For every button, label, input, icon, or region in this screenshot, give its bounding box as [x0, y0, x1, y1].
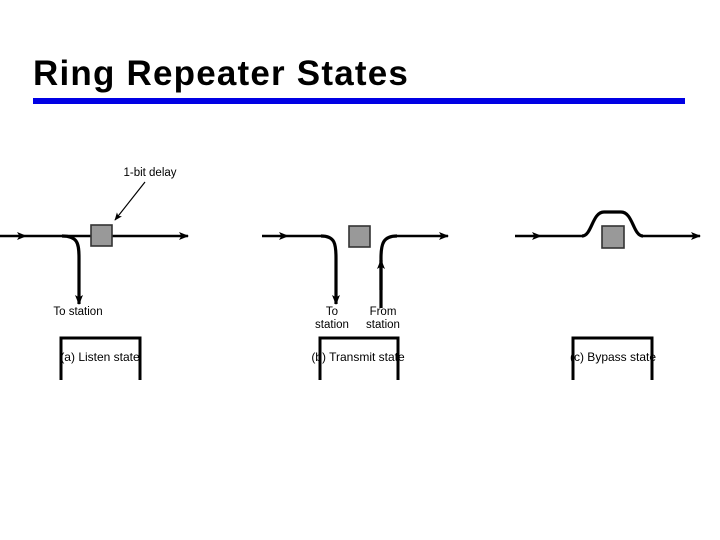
- to-station-branch-transmit: [320, 234, 340, 305]
- repeater-box-listen: [59, 336, 142, 380]
- delay-label-leader-listen: [114, 181, 146, 221]
- to-station-label-line1-transmit: To: [326, 306, 338, 318]
- delay-unit-transmit: [348, 225, 371, 248]
- delay-label-listen: 1-bit delay: [123, 167, 176, 179]
- repeater-box-bypass: [571, 336, 654, 380]
- to-station-branch-listen: [61, 234, 83, 305]
- title-underline-rule: [33, 98, 685, 104]
- diagram-bypass-state: (c) Bypass state: [515, 210, 701, 380]
- page-title: Ring Repeater States: [33, 54, 410, 93]
- delay-unit-listen: [90, 224, 113, 247]
- ring-repeater-figure: 1-bit delay To station (a) Listen state: [0, 140, 720, 380]
- diagram-transmit-state: To station From station (b) Transmit sta…: [262, 225, 449, 380]
- diagram-listen-state: 1-bit delay To station (a) Listen state: [0, 167, 189, 380]
- from-station-label-line1-transmit: From: [370, 306, 397, 318]
- repeater-box-transmit: [318, 336, 400, 380]
- bypass-arc: [581, 210, 644, 238]
- from-station-branch-transmit: [379, 234, 398, 308]
- delay-unit-bypass: [601, 225, 625, 249]
- to-station-label-listen: To station: [53, 306, 102, 318]
- caption-bypass-state: (c) Bypass state: [570, 350, 656, 364]
- caption-transmit-state: (b) Transmit state: [311, 350, 405, 364]
- to-station-label-line2-transmit: station: [315, 319, 349, 331]
- caption-listen-state: (a) Listen state: [60, 350, 140, 364]
- from-station-label-line2-transmit: station: [366, 319, 400, 331]
